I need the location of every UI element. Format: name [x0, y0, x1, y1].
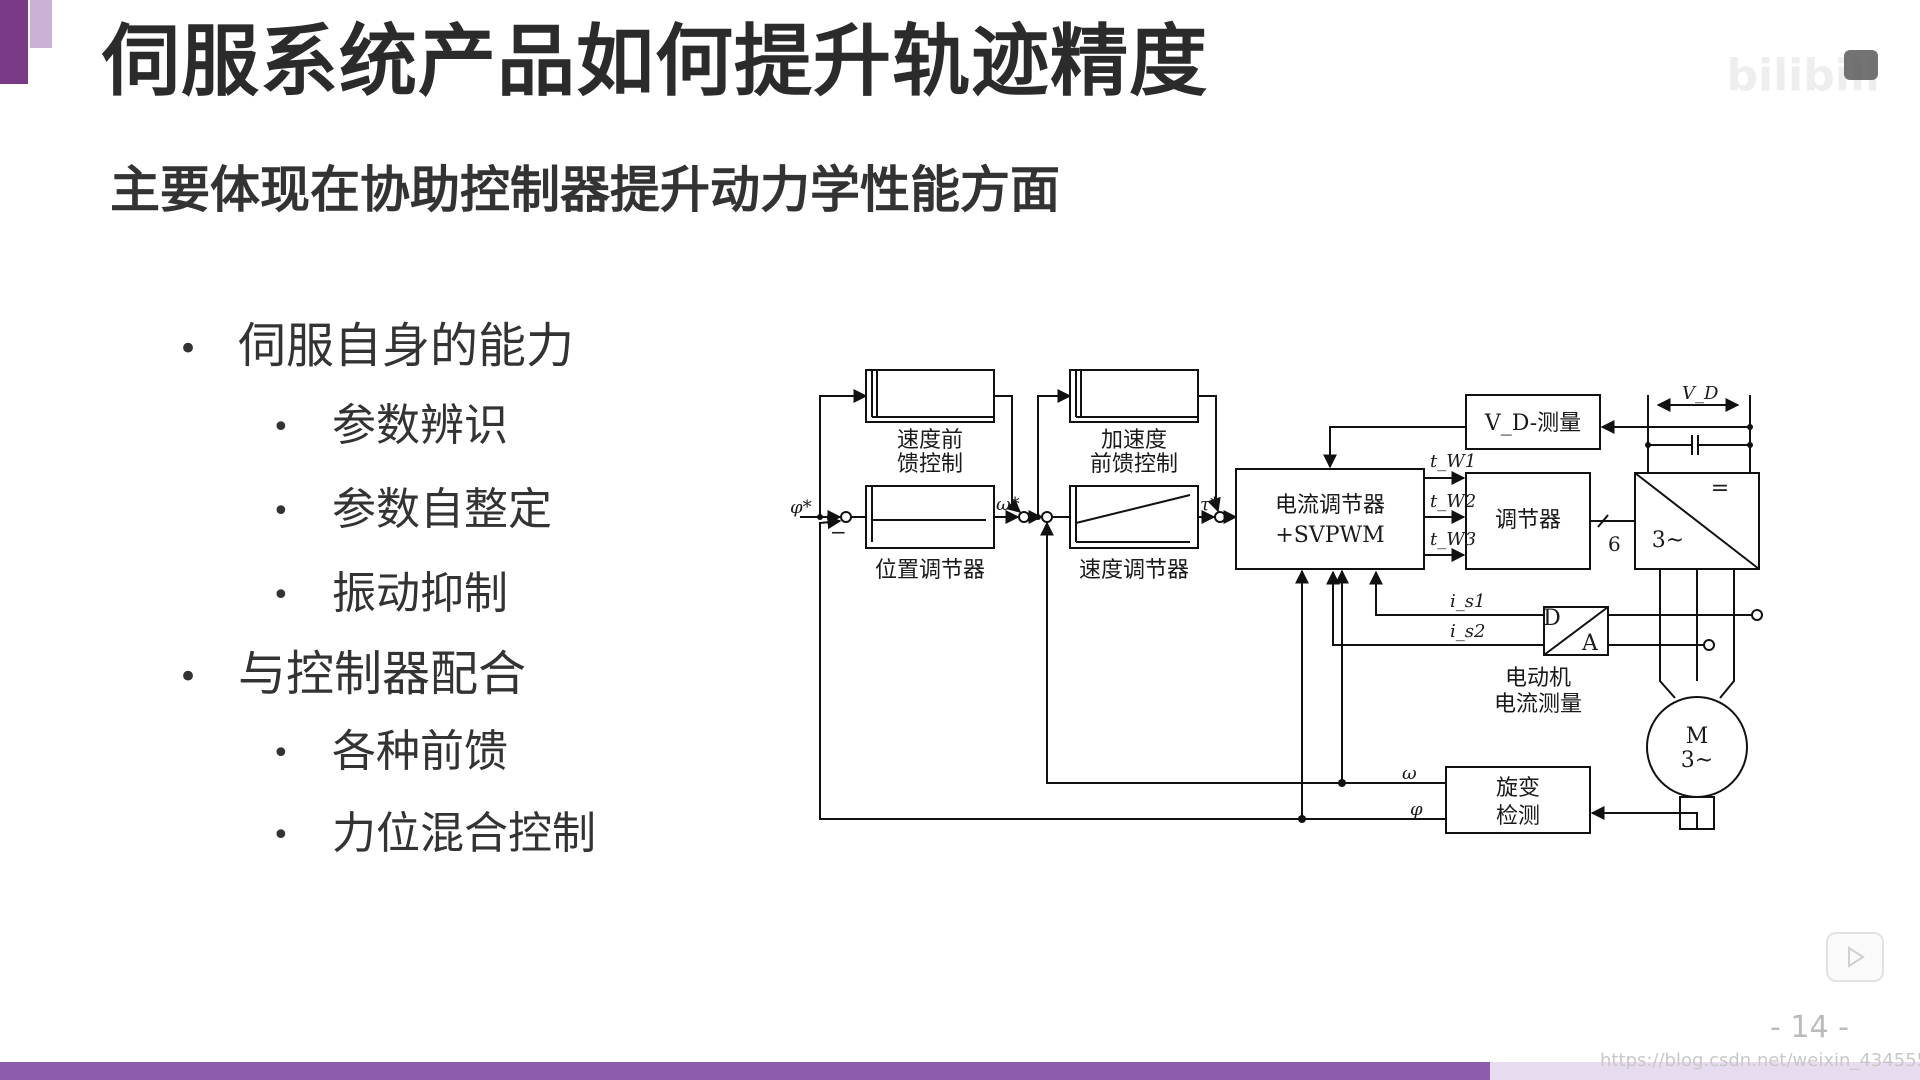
bullet-item: • 参数辨识	[272, 400, 508, 453]
motor-label-phase: 3~	[1681, 748, 1713, 773]
slide-title: 伺服系统产品如何提升轨迹精度	[102, 17, 1209, 107]
speed-ff-label-2: 馈控制	[897, 452, 963, 477]
phi-feedback-label: φ	[1410, 799, 1423, 820]
bullet-dot-icon: •	[178, 328, 199, 369]
minus-sign-label: −	[830, 520, 847, 544]
resolver-label-2: 检测	[1496, 804, 1540, 829]
bullet-dot-icon: •	[178, 656, 199, 697]
speed-ff-label-1: 速度前	[897, 428, 963, 453]
tw1-label: t_W1	[1430, 451, 1476, 472]
vd-measure-label: V_D-测量	[1484, 411, 1581, 436]
title-accent-bar-light	[30, 0, 52, 48]
motor-label-m: M	[1686, 724, 1709, 749]
bullet-dot-icon: •	[272, 410, 290, 445]
sum-junction-speed-ff	[1018, 511, 1030, 523]
tw3-label: t_W3	[1430, 529, 1476, 550]
bullet-dot-icon: •	[272, 736, 290, 771]
current-regulator-label-1: 电流调节器	[1275, 493, 1385, 518]
phi-ref-label: φ*	[790, 497, 812, 518]
bullet-item: • 与控制器配合	[178, 646, 526, 704]
bullet-dot-icon: •	[272, 818, 290, 853]
bullet-text: 伺服自身的能力	[238, 318, 575, 374]
footer-url-watermark: https://blog.csdn.net/weixin_43455584	[1600, 1050, 1920, 1071]
bullet-item: • 振动抑制	[272, 568, 508, 621]
omega-ref-label: ω*	[996, 494, 1020, 515]
six-lines-label: 6	[1608, 532, 1621, 556]
bullet-text: 振动抑制	[332, 568, 508, 619]
speed-regulator-label: 速度调节器	[1079, 558, 1189, 583]
current-regulator-svpwm-block	[1235, 468, 1425, 570]
accel-feedforward-block	[1069, 369, 1199, 423]
accel-ff-label-1: 加速度	[1101, 428, 1167, 453]
motor-current-label-2: 电流测量	[1494, 692, 1582, 717]
bullet-item: • 各种前馈	[272, 726, 508, 779]
da-label-d: D	[1543, 606, 1561, 631]
title-accent-bar	[0, 0, 28, 84]
bullet-dot-icon: •	[272, 494, 290, 529]
is2-label: i_s2	[1450, 621, 1485, 642]
speed-feedforward-block	[865, 369, 995, 423]
omega-feedback-label: ω	[1402, 763, 1417, 784]
bullet-text: 与控制器配合	[238, 646, 527, 702]
inverter-dc-label: =	[1711, 476, 1729, 501]
is1-label: i_s1	[1450, 591, 1485, 612]
bullet-text: 力位混合控制	[332, 808, 596, 859]
tau-ref-label: τ*	[1200, 494, 1219, 515]
regulator-block	[1465, 472, 1591, 570]
speed-regulator-block	[1069, 485, 1199, 549]
page-number: - 14 -	[1770, 1010, 1849, 1045]
tw2-label: t_W2	[1430, 491, 1476, 512]
current-regulator-label-2: +SVPWM	[1275, 523, 1384, 548]
accel-ff-label-2: 前馈控制	[1090, 452, 1178, 477]
position-regulator-label: 位置调节器	[875, 558, 985, 583]
bullet-item: • 伺服自身的能力	[178, 318, 574, 376]
bullet-item: • 力位混合控制	[272, 808, 596, 861]
bullet-text: 各种前馈	[332, 726, 508, 777]
footer-bar	[0, 1062, 1490, 1080]
motor-current-label-1: 电动机	[1505, 666, 1571, 691]
vd-label: V_D	[1682, 383, 1719, 404]
bullet-item: • 参数自整定	[272, 484, 552, 537]
bullet-text: 参数辨识	[332, 400, 508, 451]
resolver-label-1: 旋变	[1496, 776, 1540, 801]
inverter-ac-label: 3~	[1652, 528, 1684, 553]
vd-measure-block	[1465, 394, 1601, 450]
da-label-a: A	[1581, 631, 1599, 656]
position-regulator-block	[865, 485, 995, 549]
sum-junction-speed	[1041, 511, 1053, 523]
footer-bar-light	[1490, 1062, 1920, 1080]
play-button[interactable]	[1826, 932, 1884, 982]
slide-subtitle: 主要体现在协助控制器提升动力学性能方面	[110, 161, 1060, 219]
bullet-text: 参数自整定	[332, 484, 552, 535]
regulator-label: 调节器	[1495, 508, 1561, 533]
watermark-badge-icon	[1844, 50, 1878, 80]
play-icon	[1848, 946, 1865, 968]
bullet-dot-icon: •	[272, 578, 290, 613]
servo-control-block-diagram: 速度前 馈控制 加速度 前馈控制 位置调节器 速度调节器 电流调节器 +SVPW…	[790, 369, 1763, 834]
resolver-detection-block	[1445, 766, 1591, 834]
